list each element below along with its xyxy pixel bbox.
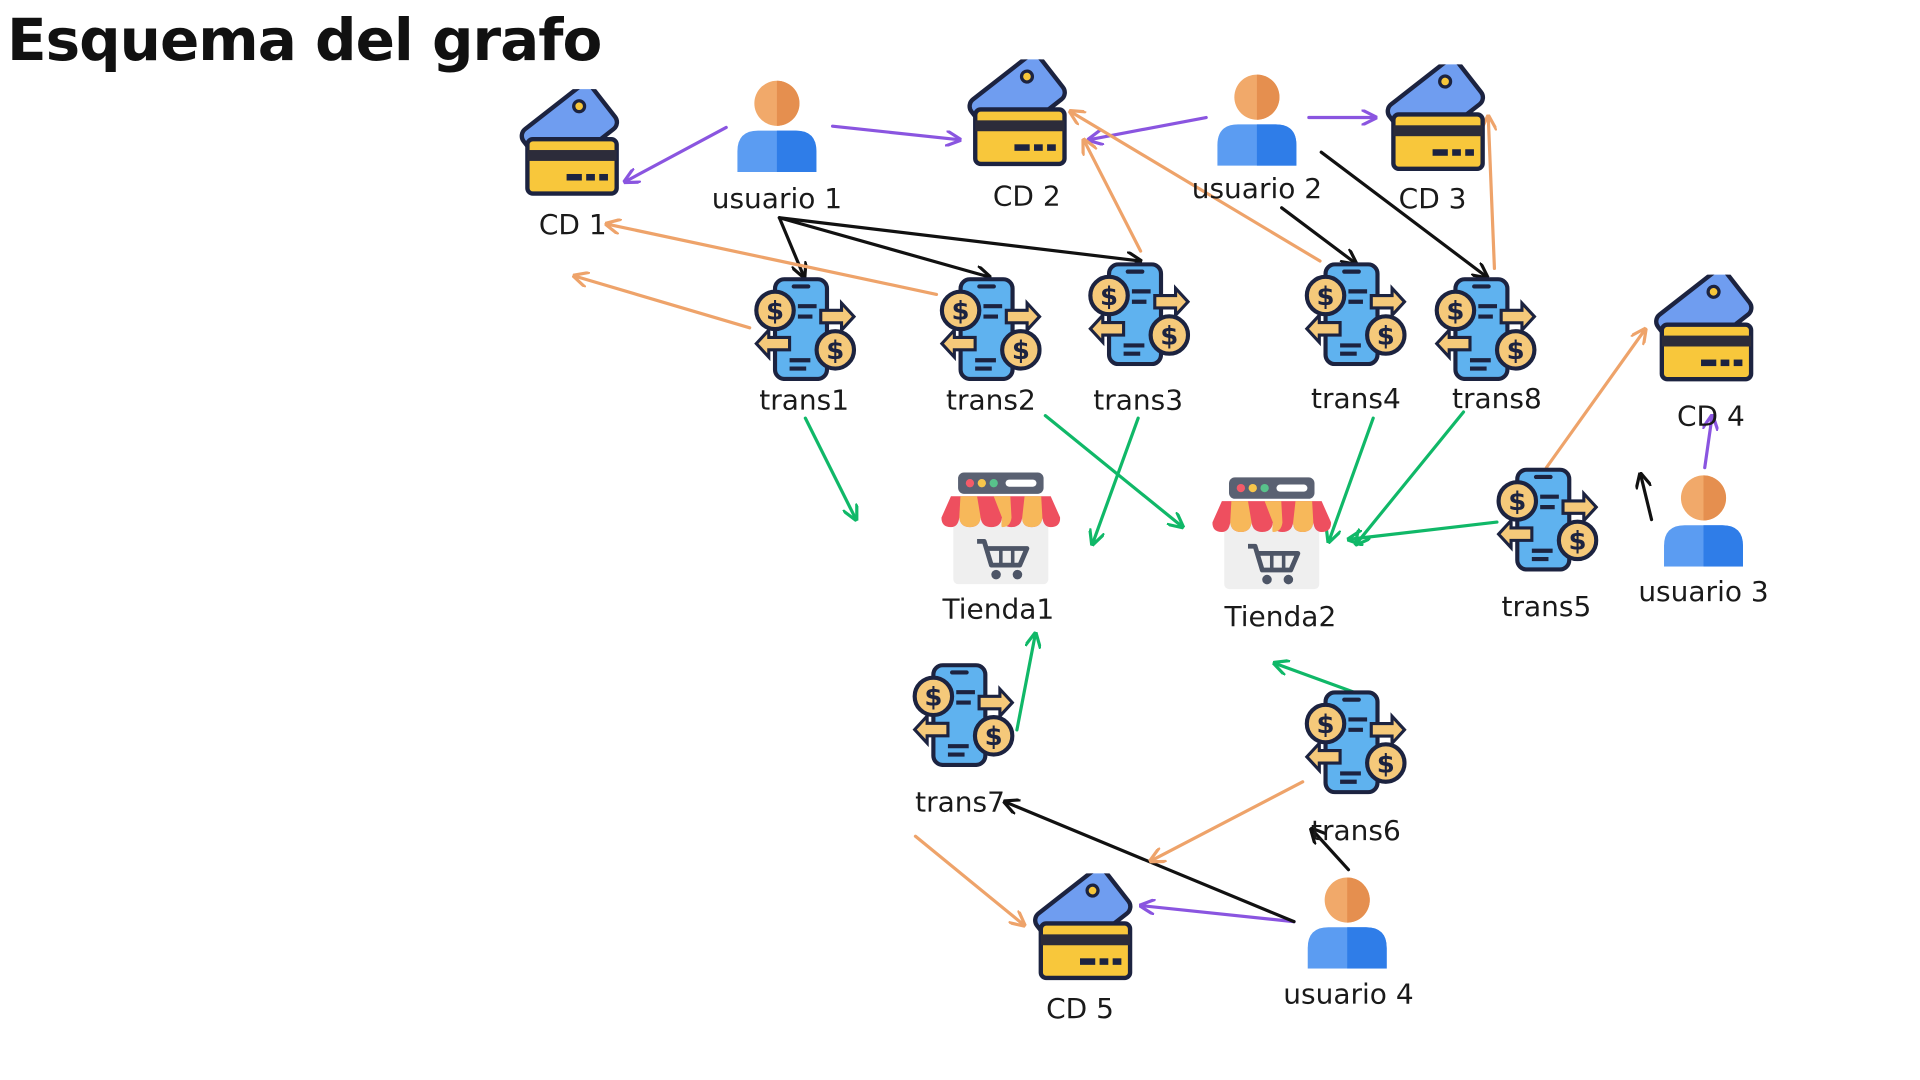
node-label-t5: trans5 xyxy=(1501,590,1591,623)
user-icon xyxy=(1307,877,1387,969)
credit-card-icon xyxy=(1653,266,1755,379)
edge-t1-to-tienda1 xyxy=(803,416,856,519)
node-label-t1: trans1 xyxy=(759,383,849,416)
node-label-cd4: CD 4 xyxy=(1677,400,1745,433)
node-label-t4: trans4 xyxy=(1311,382,1401,415)
node-u3: usuario 3 xyxy=(1638,475,1769,608)
payment-transaction-icon xyxy=(1307,264,1405,364)
node-label-cd3: CD 3 xyxy=(1399,182,1467,215)
shop-icon xyxy=(1212,477,1331,589)
node-cd1: CD 1 xyxy=(518,81,620,241)
user-icon xyxy=(1217,74,1297,166)
node-cd4: CD 4 xyxy=(1653,266,1755,433)
edge-u1-to-cd1 xyxy=(625,125,728,181)
edge-t4-to-tienda2 xyxy=(1329,416,1375,542)
node-cd5: CD 5 xyxy=(1032,865,1134,1025)
node-label-tienda2: Tienda2 xyxy=(1224,600,1337,633)
edge-t7-to-tienda1 xyxy=(1015,633,1036,732)
edge-u2-to-t4 xyxy=(1280,206,1356,264)
payment-transaction-icon xyxy=(1307,692,1405,792)
node-u2: usuario 2 xyxy=(1192,74,1322,205)
edge-t7-to-cd5 xyxy=(913,834,1024,925)
node-label-cd5: CD 5 xyxy=(1046,992,1114,1025)
node-u1: usuario 1 xyxy=(712,80,842,215)
node-label-tienda1: Tienda1 xyxy=(941,593,1054,626)
node-label-u4: usuario 4 xyxy=(1283,977,1413,1010)
user-icon xyxy=(737,80,817,172)
edge-t6-to-cd5 xyxy=(1151,780,1305,861)
node-tienda2: Tienda2 xyxy=(1212,477,1336,633)
node-t6: trans6 xyxy=(1307,692,1405,847)
node-label-cd1: CD 1 xyxy=(539,208,607,241)
user-icon xyxy=(1664,475,1743,567)
edge-u2-to-t8 xyxy=(1319,150,1487,277)
node-label-u3: usuario 3 xyxy=(1638,575,1768,608)
edge-t8-to-cd3 xyxy=(1488,116,1494,271)
edge-u1-to-t1 xyxy=(777,216,804,277)
edge-u2-to-cd2 xyxy=(1089,115,1208,140)
payment-transaction-icon xyxy=(942,279,1040,379)
payment-transaction-icon xyxy=(1499,470,1597,570)
node-label-t7: trans7 xyxy=(915,786,1005,819)
node-t1: trans1 xyxy=(756,279,854,416)
node-t3: trans3 xyxy=(1090,264,1188,416)
edge-u4-to-cd5 xyxy=(1141,906,1296,924)
node-tienda1: Tienda1 xyxy=(941,472,1060,626)
edge-t8-to-tienda2 xyxy=(1356,410,1466,544)
node-cd3: CD 3 xyxy=(1384,56,1486,215)
payment-transaction-icon xyxy=(1437,279,1535,379)
payment-transaction-icon xyxy=(756,279,854,379)
node-label-u1: usuario 1 xyxy=(712,182,842,215)
edge-u4-to-t6 xyxy=(1311,829,1351,872)
node-t4: trans4 xyxy=(1307,264,1405,415)
edge-u3-to-t5 xyxy=(1640,474,1654,522)
node-label-t2: trans2 xyxy=(946,383,1036,416)
credit-card-icon xyxy=(518,81,620,194)
edge-t5-to-cd4 xyxy=(1544,329,1645,470)
edge-t3-to-cd2 xyxy=(1084,140,1143,253)
edge-u1-to-t2 xyxy=(777,216,989,277)
node-label-t3: trans3 xyxy=(1093,383,1183,416)
edge-u3-to-cd4 xyxy=(1705,416,1712,470)
node-label-u2: usuario 2 xyxy=(1192,172,1322,205)
node-t8: trans8 xyxy=(1437,279,1542,415)
edge-t5-to-tienda2 xyxy=(1348,520,1499,539)
edge-t2-to-cd1 xyxy=(606,224,939,297)
credit-card-icon xyxy=(966,51,1068,164)
shop-icon xyxy=(941,472,1060,584)
edge-t4-to-cd2 xyxy=(1070,111,1322,263)
node-t2: trans2 xyxy=(942,279,1040,416)
node-u4: usuario 4 xyxy=(1283,877,1414,1010)
diagram-title: Esquema del grafo xyxy=(7,6,602,74)
node-cd2: CD 2 xyxy=(966,51,1068,212)
node-label-t8: trans8 xyxy=(1452,382,1542,415)
edge-t2-to-tienda2 xyxy=(1043,414,1182,527)
edge-t3-to-tienda1 xyxy=(1092,416,1140,544)
edge-t1-to-cd1 xyxy=(574,276,752,330)
payment-transaction-icon xyxy=(1090,264,1188,364)
node-label-t6: trans6 xyxy=(1311,814,1401,847)
edge-u1-to-t3 xyxy=(777,216,1140,261)
node-label-cd2: CD 2 xyxy=(993,179,1061,212)
edge-layer xyxy=(574,111,1712,925)
node-layer: CD 1 usuario 1 CD 2 usuario 2 CD 3 CD 4 trans1… xyxy=(518,51,1769,1025)
node-t7: trans7 xyxy=(915,665,1013,819)
credit-card-icon xyxy=(1032,865,1134,978)
payment-transaction-icon xyxy=(915,665,1013,765)
node-t5: trans5 xyxy=(1499,470,1597,623)
credit-card-icon xyxy=(1384,56,1486,169)
edge-u1-to-cd2 xyxy=(830,124,960,140)
